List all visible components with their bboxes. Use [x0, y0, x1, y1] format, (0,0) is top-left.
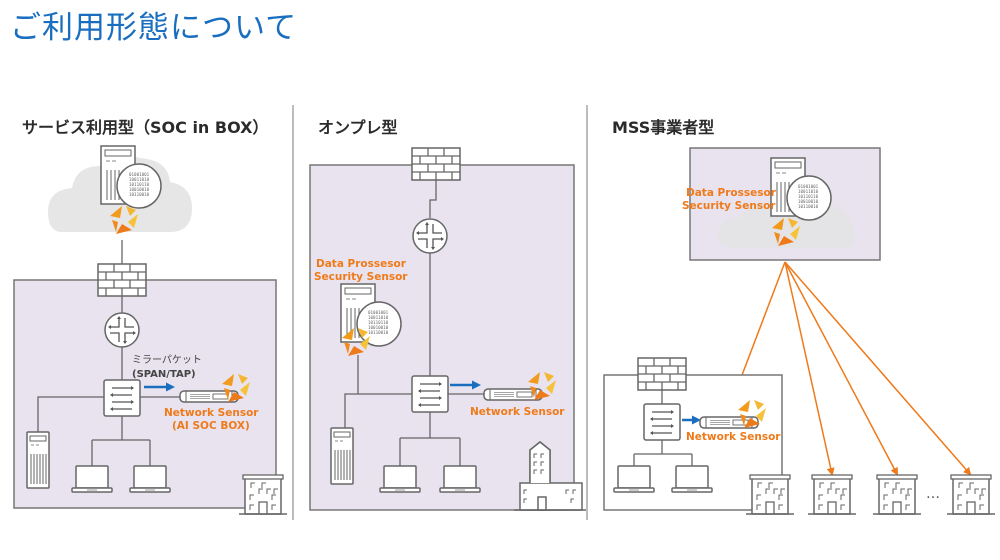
section-title-mss: MSS事業者型 [612, 118, 715, 137]
firewall-icon [97, 263, 147, 297]
firewall-icon [411, 147, 461, 181]
network-sensor-label: Network Sensor [164, 407, 259, 419]
svg-text:10110010: 10110010 [798, 204, 819, 209]
svg-text:10011010: 10011010 [129, 177, 150, 182]
building-icon [807, 474, 857, 515]
section-title-saas: サービス利用型（SOC in BOX） [22, 118, 269, 137]
arrow-to-customer-3 [784, 261, 898, 476]
network-sensor-label: Network Sensor [470, 406, 565, 418]
svg-text:10110010: 10110010 [368, 330, 389, 335]
binary-text: 01001001 10011010 10110110 10010010 1011… [129, 172, 150, 197]
building-windows [523, 453, 576, 503]
svg-text:01001001: 01001001 [368, 310, 389, 315]
server-tower-icon [330, 427, 354, 485]
more-ellipsis: … [926, 486, 940, 502]
switch-icon [643, 403, 681, 441]
arrow-to-customer-4 [784, 261, 972, 476]
laptop-icon [613, 465, 655, 493]
laptop-icon [439, 465, 481, 493]
switch-icon [411, 375, 449, 413]
svg-text:10110110: 10110110 [129, 182, 150, 187]
laptop-icon [671, 465, 713, 493]
svg-text:01001001: 01001001 [798, 184, 819, 189]
data-processor-label: Data Prossesor [316, 258, 407, 270]
laptop-icon [379, 465, 421, 493]
switch-icon [103, 379, 141, 417]
security-sensor-label: Security Sensor [682, 200, 776, 212]
building-icon [946, 474, 996, 515]
mirror-packet-label: ミラーパケット [132, 354, 202, 366]
laptop-icon [129, 465, 171, 493]
building-icon [745, 474, 795, 515]
laptop-icon [71, 465, 113, 493]
tall-building-icon [514, 441, 586, 511]
network-sensor-label: Network Sensor [686, 431, 781, 443]
binary-text: 01001001 10011010 10110110 10010010 1011… [798, 184, 819, 209]
arrow-to-customer-2 [784, 261, 835, 476]
svg-text:10010010: 10010010 [129, 187, 150, 192]
server-tower-icon [26, 431, 50, 489]
svg-text:10011010: 10011010 [368, 315, 389, 320]
page-title: ご利用形態について [10, 10, 298, 46]
svg-text:10110110: 10110110 [798, 194, 819, 199]
building-icon [872, 474, 922, 515]
security-sensor-label: Security Sensor [314, 271, 408, 283]
section-divider [586, 105, 588, 520]
svg-text:10010010: 10010010 [368, 325, 389, 330]
router-icon [104, 312, 140, 348]
data-processor-label: Data Prossesor [686, 187, 777, 199]
section-saas: 01001001 10011010 10110110 10010010 1011… [13, 145, 288, 515]
section-divider [292, 105, 294, 520]
section-title-onprem: オンプレ型 [318, 118, 398, 137]
svg-text:10011010: 10011010 [798, 189, 819, 194]
svg-text:10110010: 10110010 [129, 192, 150, 197]
binary-text: 01001001 10011010 10110110 10010010 1011… [368, 310, 389, 335]
span-tap-label: (SPAN/TAP) [132, 369, 196, 380]
section-onprem: Data Prossesor Security Sensor 01001001 … [309, 147, 586, 511]
svg-text:10110110: 10110110 [368, 320, 389, 325]
ai-soc-box-label: (AI SOC BOX) [172, 420, 250, 432]
svg-text:01001001: 01001001 [129, 172, 150, 177]
building-icon [238, 474, 288, 515]
router-icon [412, 218, 448, 254]
svg-text:10010010: 10010010 [798, 199, 819, 204]
section-mss: 01001001 10011010 10110110 10010010 1011… [603, 147, 996, 515]
firewall-icon [637, 357, 687, 391]
